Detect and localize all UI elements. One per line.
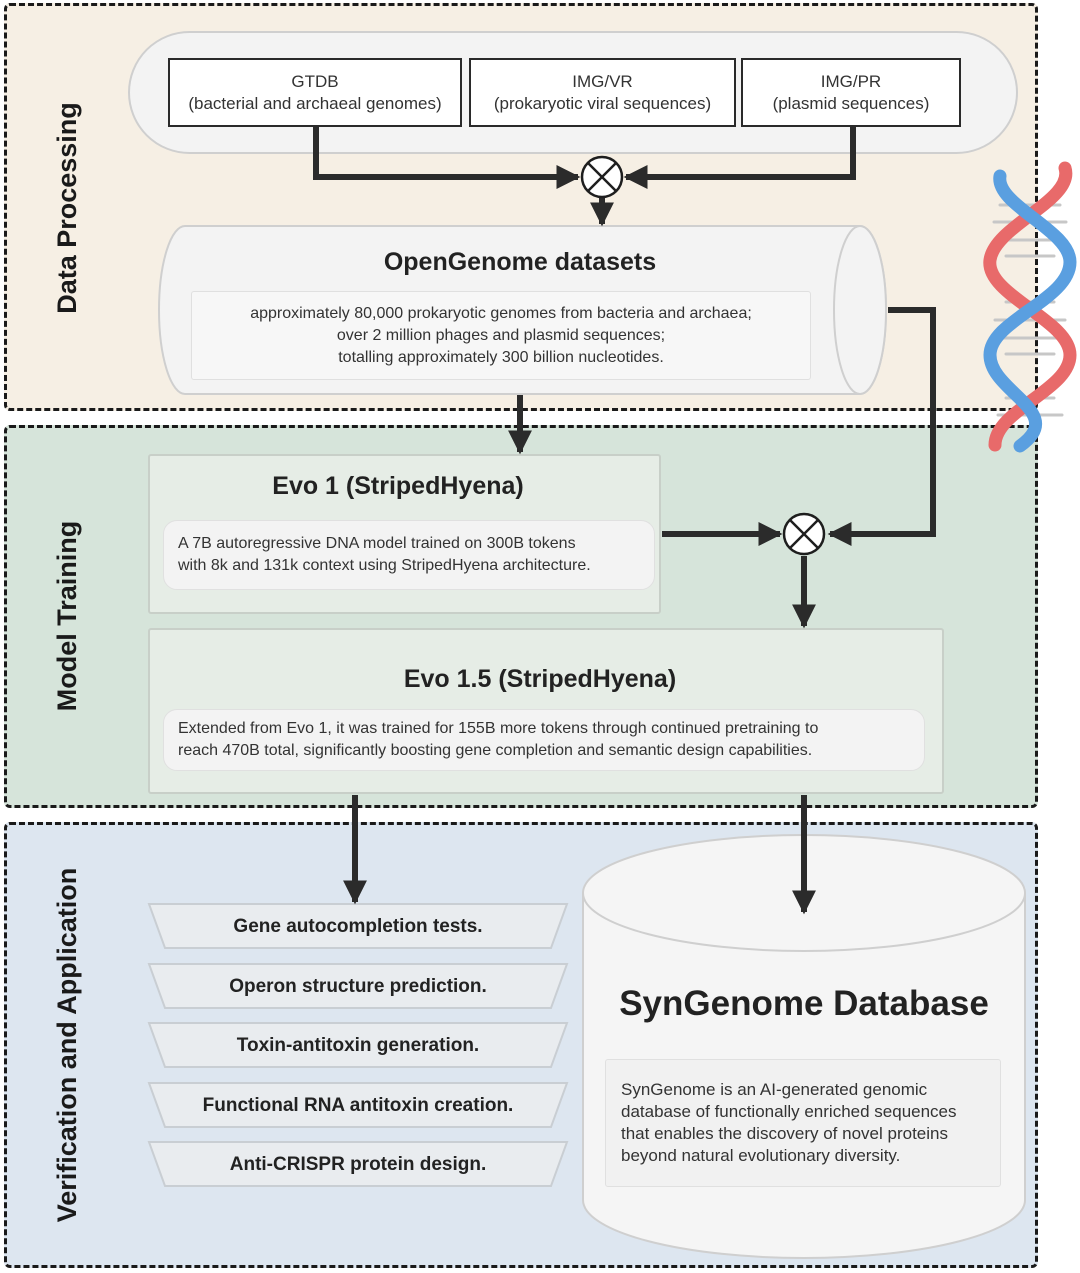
description-line: A 7B autoregressive DNA model trained on… — [178, 535, 576, 552]
source-name: IMG/VR — [572, 71, 633, 91]
syngenome-title: SynGenome Database — [619, 984, 989, 1023]
description-line: over 2 million phages and plasmid sequen… — [336, 326, 666, 344]
application-item: Toxin-antitoxin generation. — [236, 1035, 480, 1056]
description-line: with 8k and 131k context using StripedHy… — [178, 557, 591, 574]
evo15-title: Evo 1.5 (StripedHyena) — [403, 665, 677, 693]
opengenome-description: approximately 80,000 prokaryotic genomes… — [191, 291, 811, 380]
source-detail: (plasmid sequences) — [772, 93, 930, 113]
verification-label: Verification and Application — [52, 867, 82, 1223]
data-processing-label: Data Processing — [52, 102, 82, 314]
evo1-description: A 7B autoregressive DNA model trained on… — [163, 520, 655, 590]
evo1-title: Evo 1 (StripedHyena) — [272, 472, 524, 500]
description-line: approximately 80,000 prokaryotic genomes… — [250, 304, 752, 322]
syngenome-description: SynGenome is an AI-generated genomic dat… — [605, 1059, 1001, 1187]
description-line: SynGenome is an AI-generated genomic — [621, 1080, 928, 1099]
description-line: Extended from Evo 1, it was trained for … — [178, 720, 819, 737]
model-training-label: Model Training — [52, 520, 82, 712]
evo15-description: Extended from Evo 1, it was trained for … — [163, 709, 925, 771]
source-name: IMG/PR — [820, 71, 882, 91]
source-img-vr: IMG/VR (prokaryotic viral sequences) — [469, 58, 736, 127]
source-img-pr: IMG/PR (plasmid sequences) — [741, 58, 961, 127]
source-name: GTDB — [291, 71, 339, 91]
source-gtdb: GTDB (bacterial and archaeal genomes) — [168, 58, 462, 127]
source-detail: (prokaryotic viral sequences) — [493, 93, 712, 113]
application-item: Gene autocompletion tests. — [233, 916, 483, 937]
source-detail: (bacterial and archaeal genomes) — [188, 93, 442, 113]
opengenome-title: OpenGenome datasets — [383, 248, 657, 276]
description-line: reach 470B total, significantly boosting… — [178, 742, 813, 759]
application-item: Functional RNA antitoxin creation. — [202, 1095, 514, 1116]
application-item: Operon structure prediction. — [229, 976, 487, 997]
description-line: that enables the discovery of novel prot… — [621, 1124, 948, 1143]
application-item: Anti-CRISPR protein design. — [229, 1154, 487, 1175]
description-line: beyond natural evolutionary diversity. — [621, 1146, 901, 1165]
description-line: database of functionally enriched sequen… — [621, 1102, 957, 1121]
description-line: totalling approximately 300 billion nucl… — [338, 348, 664, 366]
